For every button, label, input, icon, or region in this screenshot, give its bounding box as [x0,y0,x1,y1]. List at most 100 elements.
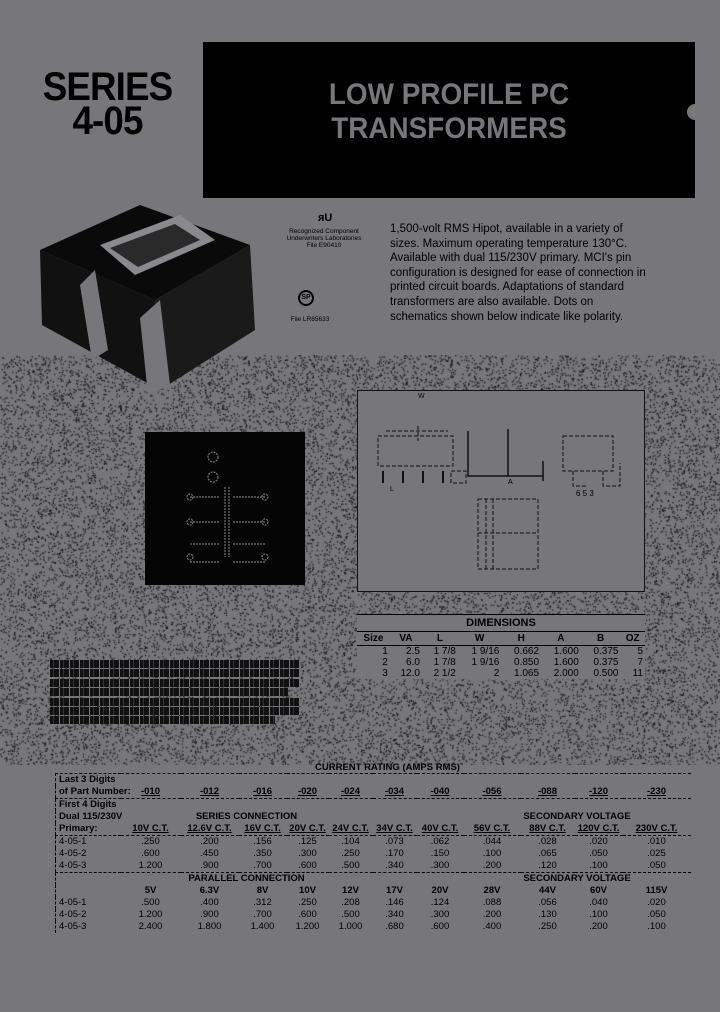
current-cell: -056 [482,786,502,797]
current-cell [121,774,181,787]
current-row: First 4 Digits [55,798,691,811]
current-cell: .125 [286,835,329,848]
dimensions-header: B [580,632,621,646]
dimensions-cell: 1 7/8 [433,657,456,668]
current-cell: .500 [341,909,360,920]
current-cell: -012 [199,786,219,797]
dimensions-cell: 1 9/16 [471,646,500,657]
connection-label: PARALLEL CONNECTION [120,872,373,885]
current-cell: .124 [430,897,450,908]
current-cell: -040 [430,786,450,797]
row-label: of Part Number: [59,786,131,797]
current-cell: .900 [200,860,219,871]
current-cell: 10V [299,885,316,896]
dimensions-cell: 1 9/16 [471,657,500,668]
current-cell: .450 [200,848,219,859]
current-cell: 44V [539,885,556,896]
row-label [56,885,121,897]
current-cell: 12.6V C.T. [187,823,232,834]
current-cell: .010 [622,835,691,848]
current-cell: .170 [385,848,404,859]
dimensions-cell: 1.600 [553,646,579,657]
row-label: 4-05-2 [59,909,87,920]
l-label: L [390,486,394,493]
current-cell: .400 [482,921,502,932]
current-cell: -034 [384,786,404,797]
current-cell: .312 [253,897,272,908]
current-cell: .050 [647,860,666,871]
current-cell: -120 [588,786,608,797]
current-cell: 17V [386,885,403,896]
current-cell: .065 [538,848,557,859]
current-cell: .340 [385,909,404,920]
banner-notch [687,104,703,120]
current-cell: 12V [342,885,359,896]
current-cell: .200 [482,909,502,920]
current-cell: -088 [537,786,557,797]
current-cell [120,798,181,811]
dimensions-cell: 1 [382,646,388,657]
dimension-drawing [377,426,621,570]
current-cell: 20V C.T. [289,823,326,834]
current-cell [180,798,239,811]
title-line-2: TRANSFORMERS [331,112,567,145]
current-cell [238,798,287,811]
current-cell: -020 [297,786,317,797]
current-cell: .300 [298,848,317,859]
current-cell: 5V [144,885,157,896]
pin-numbers: 6 5 3 [576,489,594,498]
current-cell: .156 [238,835,287,848]
current-cell [239,774,287,787]
current-cell: 120V C.T. [577,823,620,834]
row-label: 4-05-3 [59,860,87,871]
transformer-photo [40,205,255,395]
current-cell: .250 [341,848,360,859]
current-cell [464,774,521,787]
current-cell [287,774,329,787]
current-cell: .146 [385,897,404,908]
current-cell: .200 [589,921,608,932]
schematic-panel: W L A 6 5 3 [357,390,645,592]
dimensions-cell: 5 [637,646,643,657]
current-cell: .340 [385,860,404,871]
current-cell: .200 [180,835,239,848]
current-cell: .050 [647,909,666,920]
current-row: Last 3 Digits [56,774,691,787]
current-cell: .150 [430,848,450,859]
dimensions-cell: 2.000 [553,668,579,679]
current-cell: .100 [482,848,502,859]
current-cell: 1.200 [295,921,320,932]
current-cell [520,798,575,811]
current-cell: .700 [253,860,272,871]
current-cell: -016 [252,786,272,797]
ul-recognition-text: Recognized Component Underwriters Labora… [286,228,362,249]
row-label: 4-05-2 [59,848,87,859]
pcb-layout-photo [145,432,305,585]
row-label: Last 3 Digits [59,774,116,785]
series-line: SERIES [42,65,173,109]
current-row: 4-05-2.600.450.350.300.250.170.150.100.0… [56,848,691,860]
dimensions-title: DIMENSIONS [357,614,645,632]
current-cell: .208 [341,897,360,908]
dimensions-cell: 7 [637,657,643,668]
current-cell: .025 [647,848,666,859]
current-cell: .300 [430,909,450,920]
current-cell: 28V [483,885,501,896]
current-cell: 24V C.T. [332,823,369,834]
current-cell: 1.000 [338,921,363,932]
current-cell [521,774,575,787]
row-label [55,872,121,885]
dimensions-header: H [501,632,542,646]
current-cell [329,774,373,787]
dimensions-cell: 1.600 [553,657,579,668]
current-cell: 6.3V [199,885,220,896]
row-label: Primary: [59,823,98,834]
row-label: 4-05-1 [59,897,87,908]
